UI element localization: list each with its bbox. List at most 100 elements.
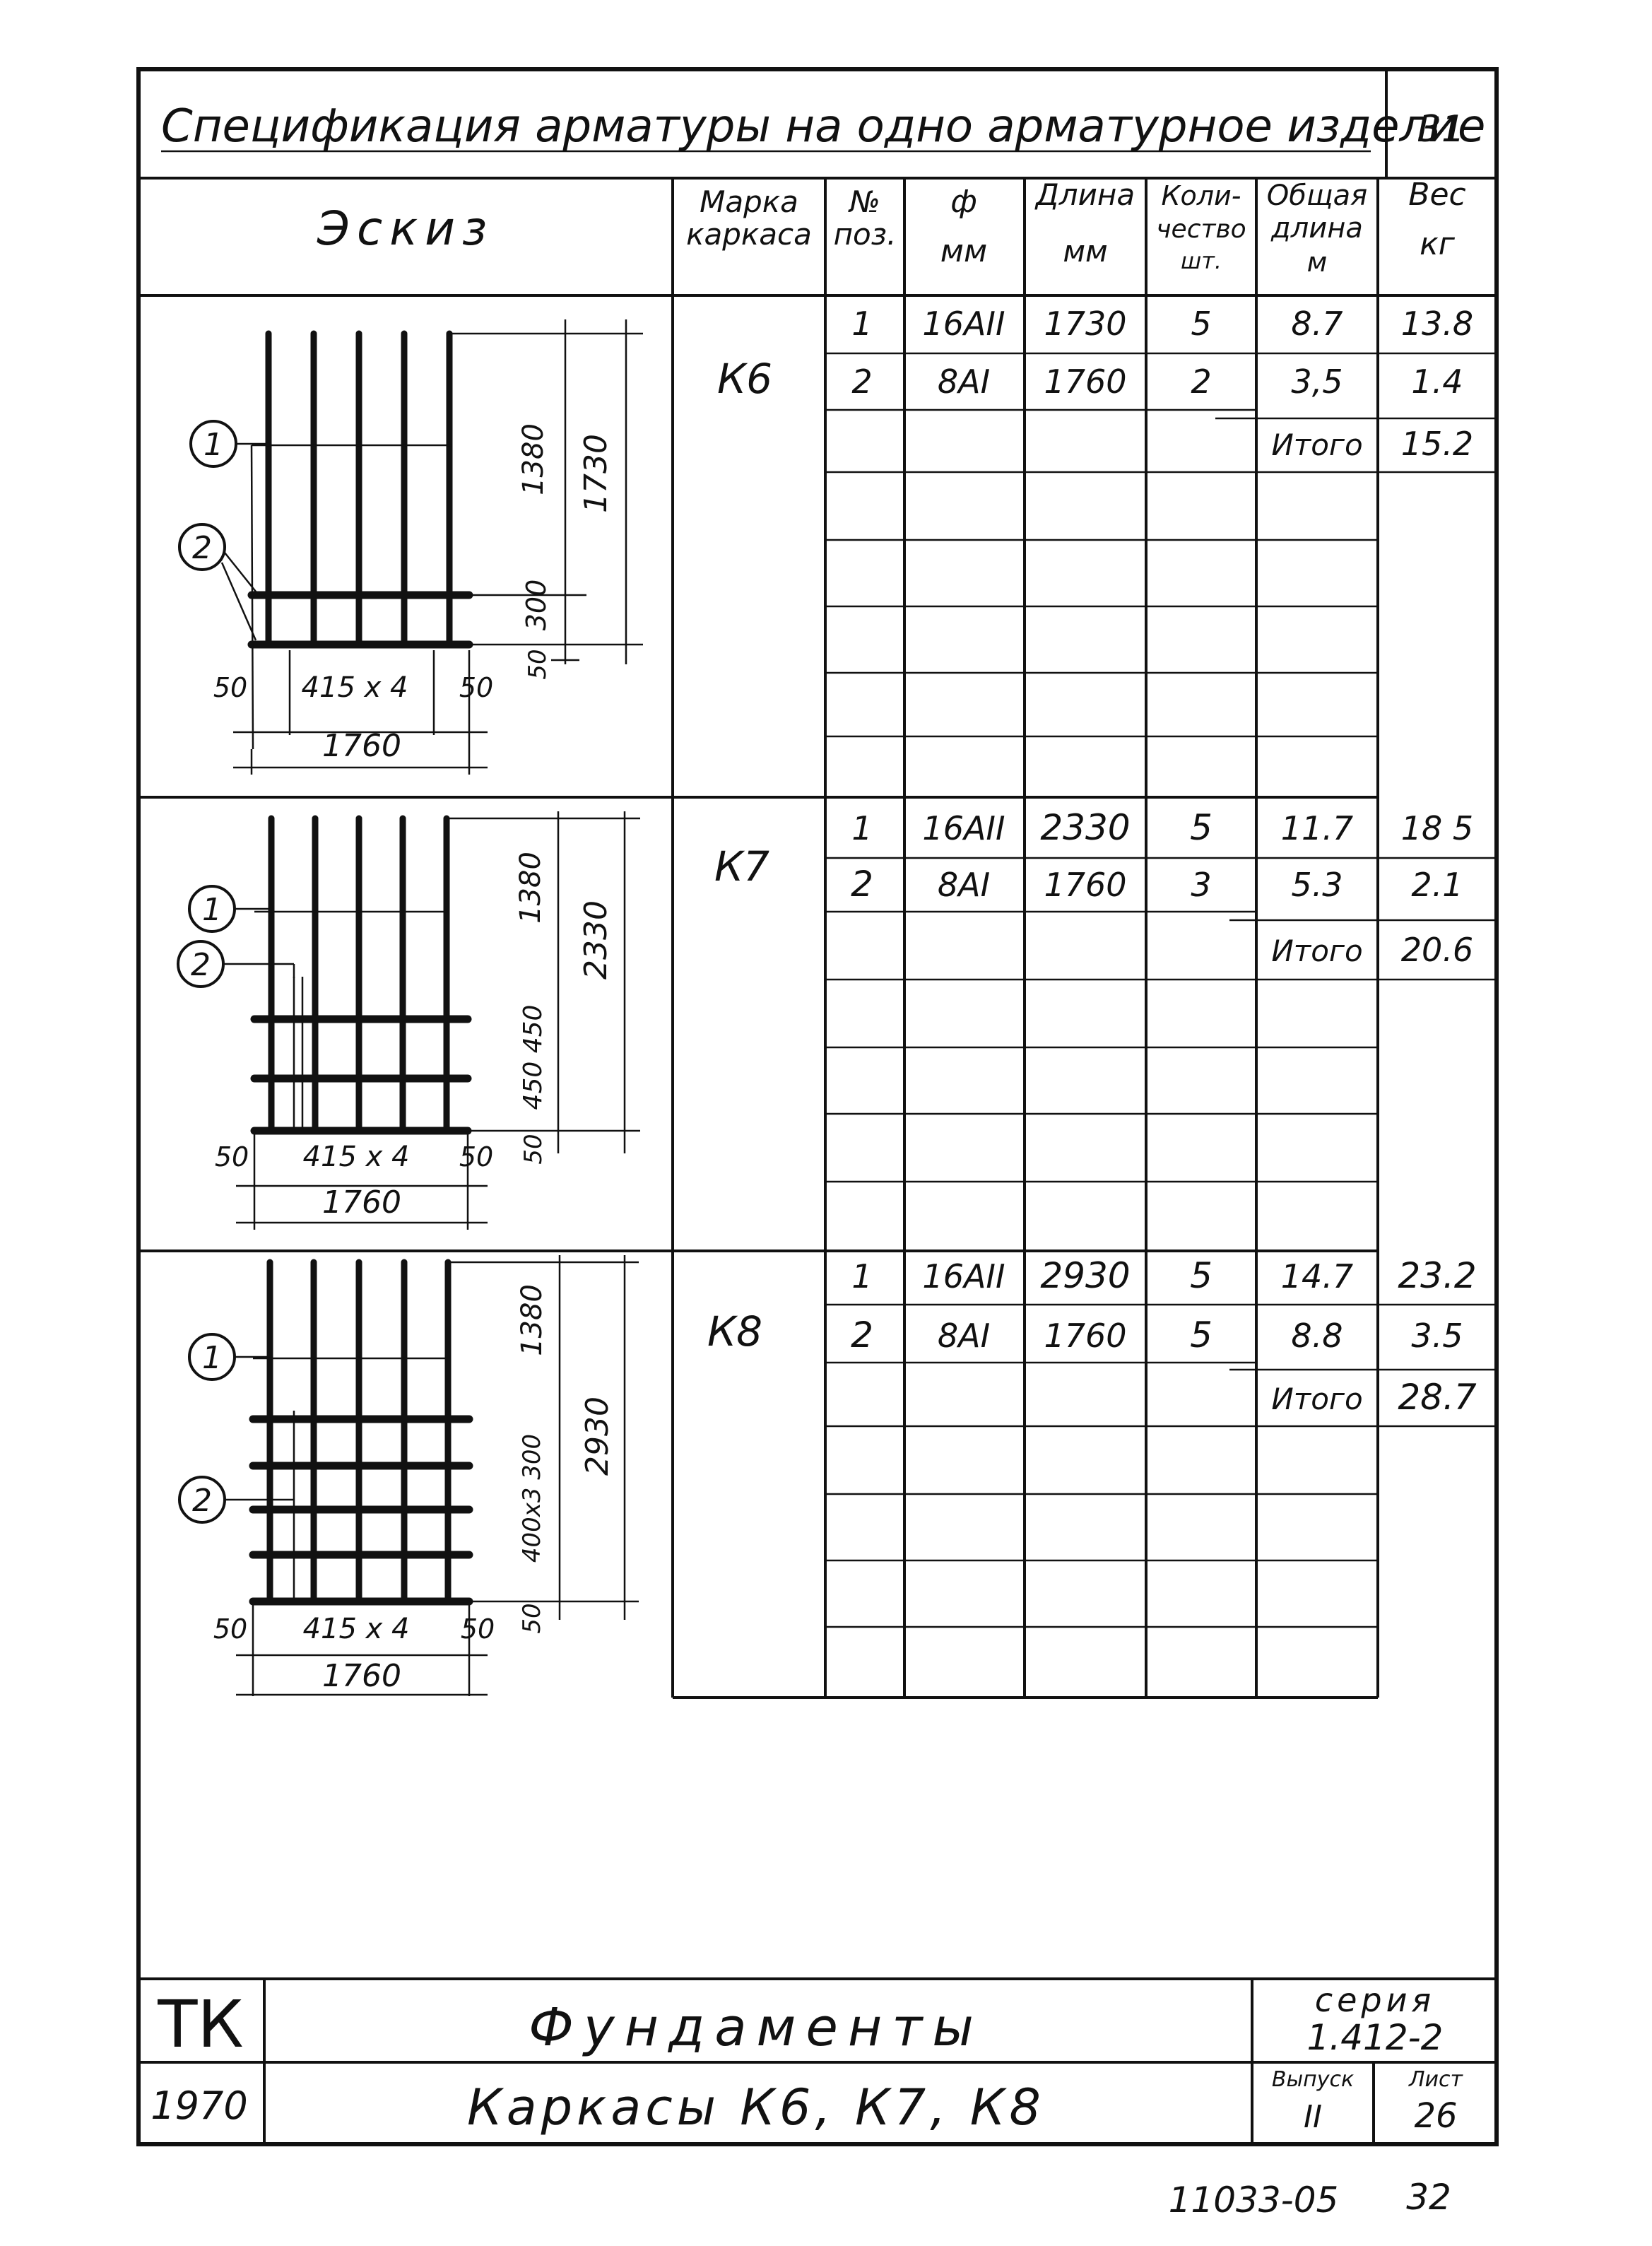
cell-weight: 1.4 bbox=[1411, 363, 1463, 401]
header-mark-1: Марка bbox=[700, 184, 798, 219]
dim-label: 400x3 300 bbox=[518, 1434, 546, 1563]
year: 1970 bbox=[151, 2083, 247, 2128]
cell-dia: 16АII bbox=[922, 305, 1005, 343]
header-qty-2: чество bbox=[1156, 215, 1246, 244]
title-block: ТК 1970 Фундаменты Каркасы К6, К7, К8 се… bbox=[138, 1977, 1497, 2144]
header-qty-3: шт. bbox=[1181, 247, 1222, 274]
cell-weight: 3.5 bbox=[1411, 1317, 1463, 1355]
dim-label: 1380 bbox=[517, 423, 550, 495]
table-row: 2 8АI 1760 5 8.8 3.5 bbox=[851, 1315, 1463, 1356]
callout-label: 1 bbox=[202, 1340, 222, 1376]
position-callout bbox=[178, 523, 226, 571]
callout-label: 2 bbox=[191, 947, 211, 983]
header-len-2: мм bbox=[1063, 234, 1107, 269]
dim-label: 415 x 4 bbox=[303, 1141, 410, 1173]
header-total-1: Общая bbox=[1267, 180, 1367, 212]
dim-label: 50 bbox=[518, 1603, 546, 1633]
table-header: Эскиз Марка каркаса № поз. ф мм Длина мм… bbox=[317, 177, 1466, 278]
cell-weight: 23.2 bbox=[1398, 1255, 1476, 1296]
dim-label: 1760 bbox=[322, 1184, 401, 1221]
cell-dia: 16АII bbox=[922, 809, 1005, 847]
cell-pos: 1 bbox=[851, 1257, 872, 1295]
header-mark-2: каркаса bbox=[686, 217, 812, 252]
header-len-1: Длина bbox=[1034, 177, 1135, 212]
header-total-3: м bbox=[1307, 247, 1328, 278]
cell-qty: 3 bbox=[1191, 866, 1211, 904]
sheet-label: Лист bbox=[1408, 2067, 1464, 2092]
cell-dia: 16АII bbox=[922, 1257, 1005, 1295]
header-qty-1: Коли- bbox=[1162, 180, 1241, 211]
issue-number: II bbox=[1304, 2099, 1322, 2135]
subject-title: Фундаменты bbox=[529, 1997, 984, 2058]
cell-dia: 8АI bbox=[938, 363, 990, 401]
sheet-number: 26 bbox=[1414, 2096, 1457, 2136]
total-label: Итого bbox=[1271, 428, 1362, 462]
dim-label: 450 450 bbox=[519, 1005, 548, 1110]
cell-total: 14.7 bbox=[1281, 1257, 1353, 1295]
sketch-k6: 1 2 1380 1730 300 50 50 415 x 4 50 1760 bbox=[178, 319, 643, 775]
cell-dia: 8АI bbox=[938, 866, 990, 904]
callout-label: 2 bbox=[192, 530, 212, 566]
cell-qty: 5 bbox=[1191, 305, 1211, 343]
header-dia-1: ф bbox=[950, 184, 977, 220]
header-pos-2: поз. bbox=[834, 217, 897, 252]
header-weight-1: Вес bbox=[1408, 177, 1465, 213]
cell-pos: 1 bbox=[851, 809, 872, 847]
corner-number: 31 bbox=[1418, 108, 1465, 151]
cell-len: 2930 bbox=[1040, 1255, 1130, 1296]
cell-len: 1760 bbox=[1044, 1317, 1126, 1355]
cell-qty: 2 bbox=[1191, 363, 1211, 401]
table-row: 1 16АII 2330 5 11.7 18 5 bbox=[851, 807, 1473, 848]
section-3-grid bbox=[825, 1303, 1497, 1628]
dim-label: 50 bbox=[461, 1613, 495, 1645]
sketch-k7: 1 2 1380 2330 450 450 50 50 415 x 4 50 1… bbox=[177, 811, 640, 1230]
header-weight-2: кг bbox=[1420, 226, 1456, 262]
cell-pos: 2 bbox=[851, 1315, 873, 1356]
cell-qty: 5 bbox=[1190, 1255, 1213, 1296]
table-row: 1 16АII 1730 5 8.7 13.8 bbox=[851, 305, 1473, 343]
total-weight: 20.6 bbox=[1401, 931, 1473, 969]
dim-label: 50 bbox=[524, 649, 552, 679]
section-k6: К6 1 16АII 1730 5 8.7 13.8 2 8АI 1760 2 … bbox=[717, 305, 1473, 463]
dim-label: 1380 bbox=[516, 1284, 548, 1356]
callout-label: 1 bbox=[203, 427, 223, 463]
total-label: Итого bbox=[1271, 1382, 1362, 1416]
section-k8: К8 1 16АII 2930 5 14.7 23.2 2 8АI 1760 5… bbox=[707, 1255, 1477, 1418]
header-total-2: длина bbox=[1270, 212, 1363, 245]
dim-label: 1760 bbox=[322, 1658, 401, 1694]
cell-total: 5.3 bbox=[1291, 866, 1343, 904]
table-row: 2 8АI 1760 2 3,5 1.4 bbox=[851, 363, 1463, 401]
dim-label: 50 bbox=[519, 1134, 548, 1164]
cell-dia: 8АI bbox=[938, 1317, 990, 1355]
cell-qty: 5 bbox=[1190, 1315, 1213, 1356]
callout-label: 1 bbox=[202, 892, 222, 928]
dim-label: 50 bbox=[213, 1613, 247, 1645]
cell-total: 3,5 bbox=[1291, 363, 1343, 401]
header-sketch: Эскиз bbox=[317, 201, 494, 256]
series-label: серия bbox=[1315, 1981, 1435, 2019]
cell-total: 11.7 bbox=[1281, 809, 1353, 847]
sketch-k8: 1 2 1380 2930 400x3 300 50 50 415 x 4 50… bbox=[178, 1255, 639, 1696]
cell-total: 8.8 bbox=[1291, 1317, 1343, 1355]
table-row: 2 8АI 1760 3 5.3 2.1 bbox=[851, 864, 1463, 905]
cell-pos: 1 bbox=[851, 305, 872, 343]
cell-len: 1760 bbox=[1044, 363, 1126, 401]
callout-label: 2 bbox=[192, 1483, 212, 1519]
table-row: 1 16АII 2930 5 14.7 23.2 bbox=[851, 1255, 1476, 1296]
dim-label: 50 bbox=[459, 1141, 493, 1172]
cell-len: 1730 bbox=[1044, 305, 1126, 343]
section-k7: К7 1 16АII 2330 5 11.7 18 5 2 8АI 1760 3… bbox=[714, 807, 1473, 969]
dim-label: 415 x 4 bbox=[302, 671, 408, 704]
dim-label: 50 bbox=[215, 1141, 249, 1172]
cell-total: 8.7 bbox=[1291, 305, 1343, 343]
cell-weight: 13.8 bbox=[1401, 305, 1473, 343]
dim-label: 1730 bbox=[578, 434, 614, 513]
total-weight: 15.2 bbox=[1401, 425, 1473, 463]
drawing-title: Каркасы К6, К7, К8 bbox=[467, 2079, 1045, 2136]
section-1-grid bbox=[825, 352, 1497, 738]
dim-label: 2930 bbox=[579, 1397, 615, 1476]
mark-k7: К7 bbox=[714, 842, 769, 890]
archive-stamp: 11033-05 bbox=[1169, 2180, 1339, 2221]
header-dia-2: мм bbox=[940, 233, 987, 269]
cell-pos: 2 bbox=[851, 363, 872, 401]
